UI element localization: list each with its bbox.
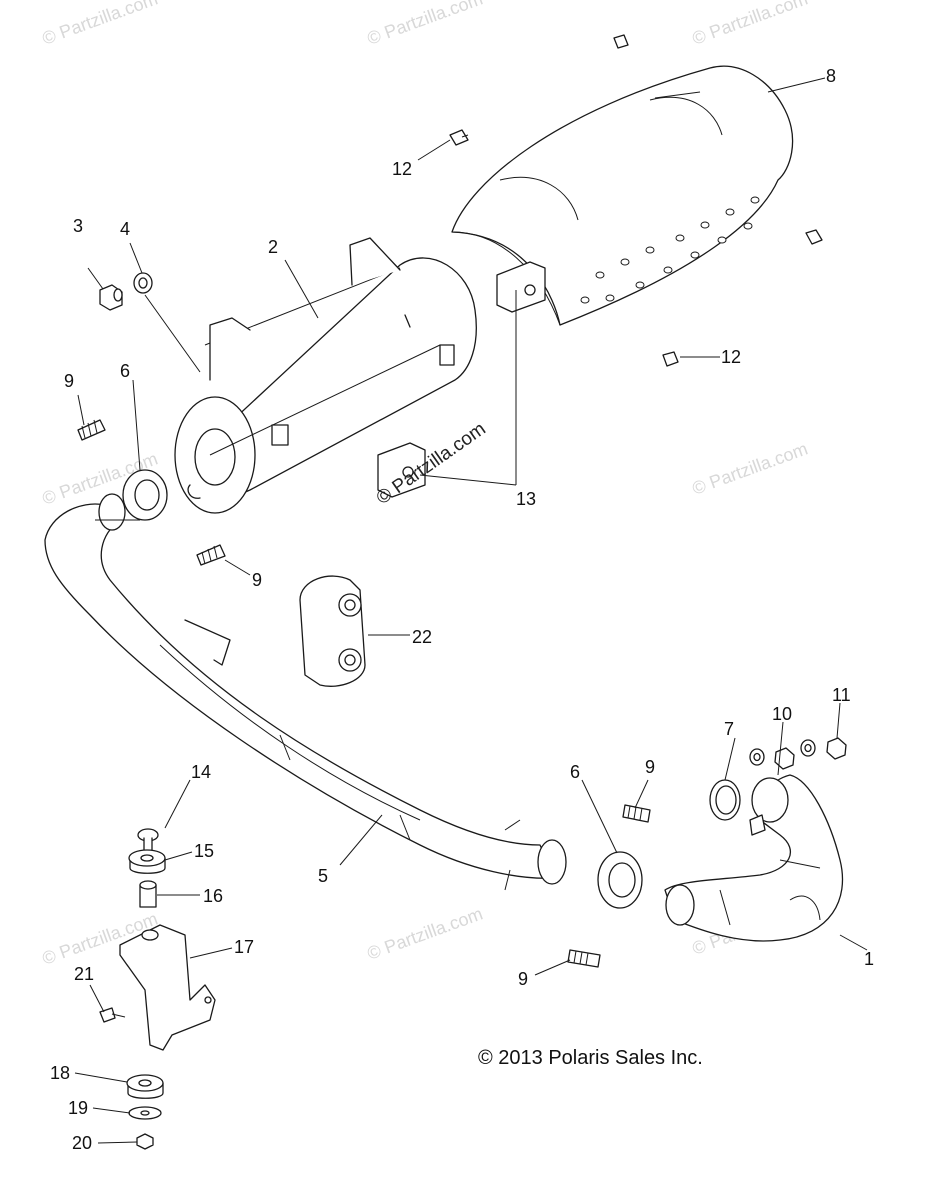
isolator-13a [496,261,546,313]
washer-4 [133,272,153,294]
callout-12-top: 12 [392,159,412,179]
watermark-top-right: © Partzilla.com [690,0,811,49]
copyright-text: © 2013 Polaris Sales Inc. [478,1047,703,1069]
callout-6-right: 6 [570,762,580,782]
spring-9b [196,544,226,566]
callout-19: 19 [68,1098,88,1118]
watermark-top-left: © Partzilla.com [40,0,161,49]
bolt-12-mid [662,351,679,367]
bolt-right [805,229,823,245]
callout-14: 14 [191,762,211,782]
callout-numbers: 8 12 12 2 3 4 9 6 9 13 22 5 6 7 9 10 11 … [50,66,874,1153]
gasket-6b [597,851,643,909]
muffler [174,237,477,514]
isolator-13b [377,442,426,498]
bolt-12-top [449,129,469,146]
callout-5: 5 [318,866,328,886]
gasket-6a [122,469,168,521]
bolt-top-right [613,34,629,49]
nut-3 [99,284,123,311]
watermark-bottom-center: © Partzilla.com [365,903,486,963]
bracket-17 [119,924,216,1051]
watermark-top-center: © Partzilla.com [365,0,486,49]
callout-2: 2 [268,237,278,257]
callout-4: 4 [120,219,130,239]
heat-shield [451,65,794,326]
gasket-7 [709,779,741,821]
callout-13: 13 [516,489,536,509]
bolt-21 [99,1007,126,1023]
grommet-18 [126,1074,164,1099]
callout-6-left: 6 [120,361,130,381]
callout-11: 11 [832,685,851,705]
leader-lines [74,77,868,1144]
spring-9c [622,804,651,823]
callout-7: 7 [724,719,734,739]
callout-16: 16 [203,886,223,906]
callout-21: 21 [74,964,94,984]
callout-9-right-bottom: 9 [518,969,528,989]
head-pipe [664,774,844,942]
callout-20: 20 [72,1133,92,1153]
callout-10: 10 [772,704,792,724]
callout-22: 22 [412,627,432,647]
bushing-16 [139,880,157,908]
washer-10 [749,739,816,766]
isolator-22 [299,575,366,687]
washer-19 [128,1106,162,1120]
exhaust-pipe [44,493,567,891]
callout-9-right-top: 9 [645,757,655,777]
spring-9d [567,949,601,968]
nut-20 [136,1133,154,1150]
callout-1: 1 [864,949,874,969]
callout-17: 17 [234,937,254,957]
callout-3: 3 [73,216,83,236]
spring-9a [77,419,106,441]
grommet-15 [128,849,166,874]
watermark-mid-right: © Partzilla.com [690,438,811,498]
callout-15: 15 [194,841,214,861]
callout-12-mid: 12 [721,347,741,367]
callout-18: 18 [50,1063,70,1083]
callout-8: 8 [826,66,836,86]
callout-9-left: 9 [64,371,74,391]
callout-9-mid: 9 [252,570,262,590]
